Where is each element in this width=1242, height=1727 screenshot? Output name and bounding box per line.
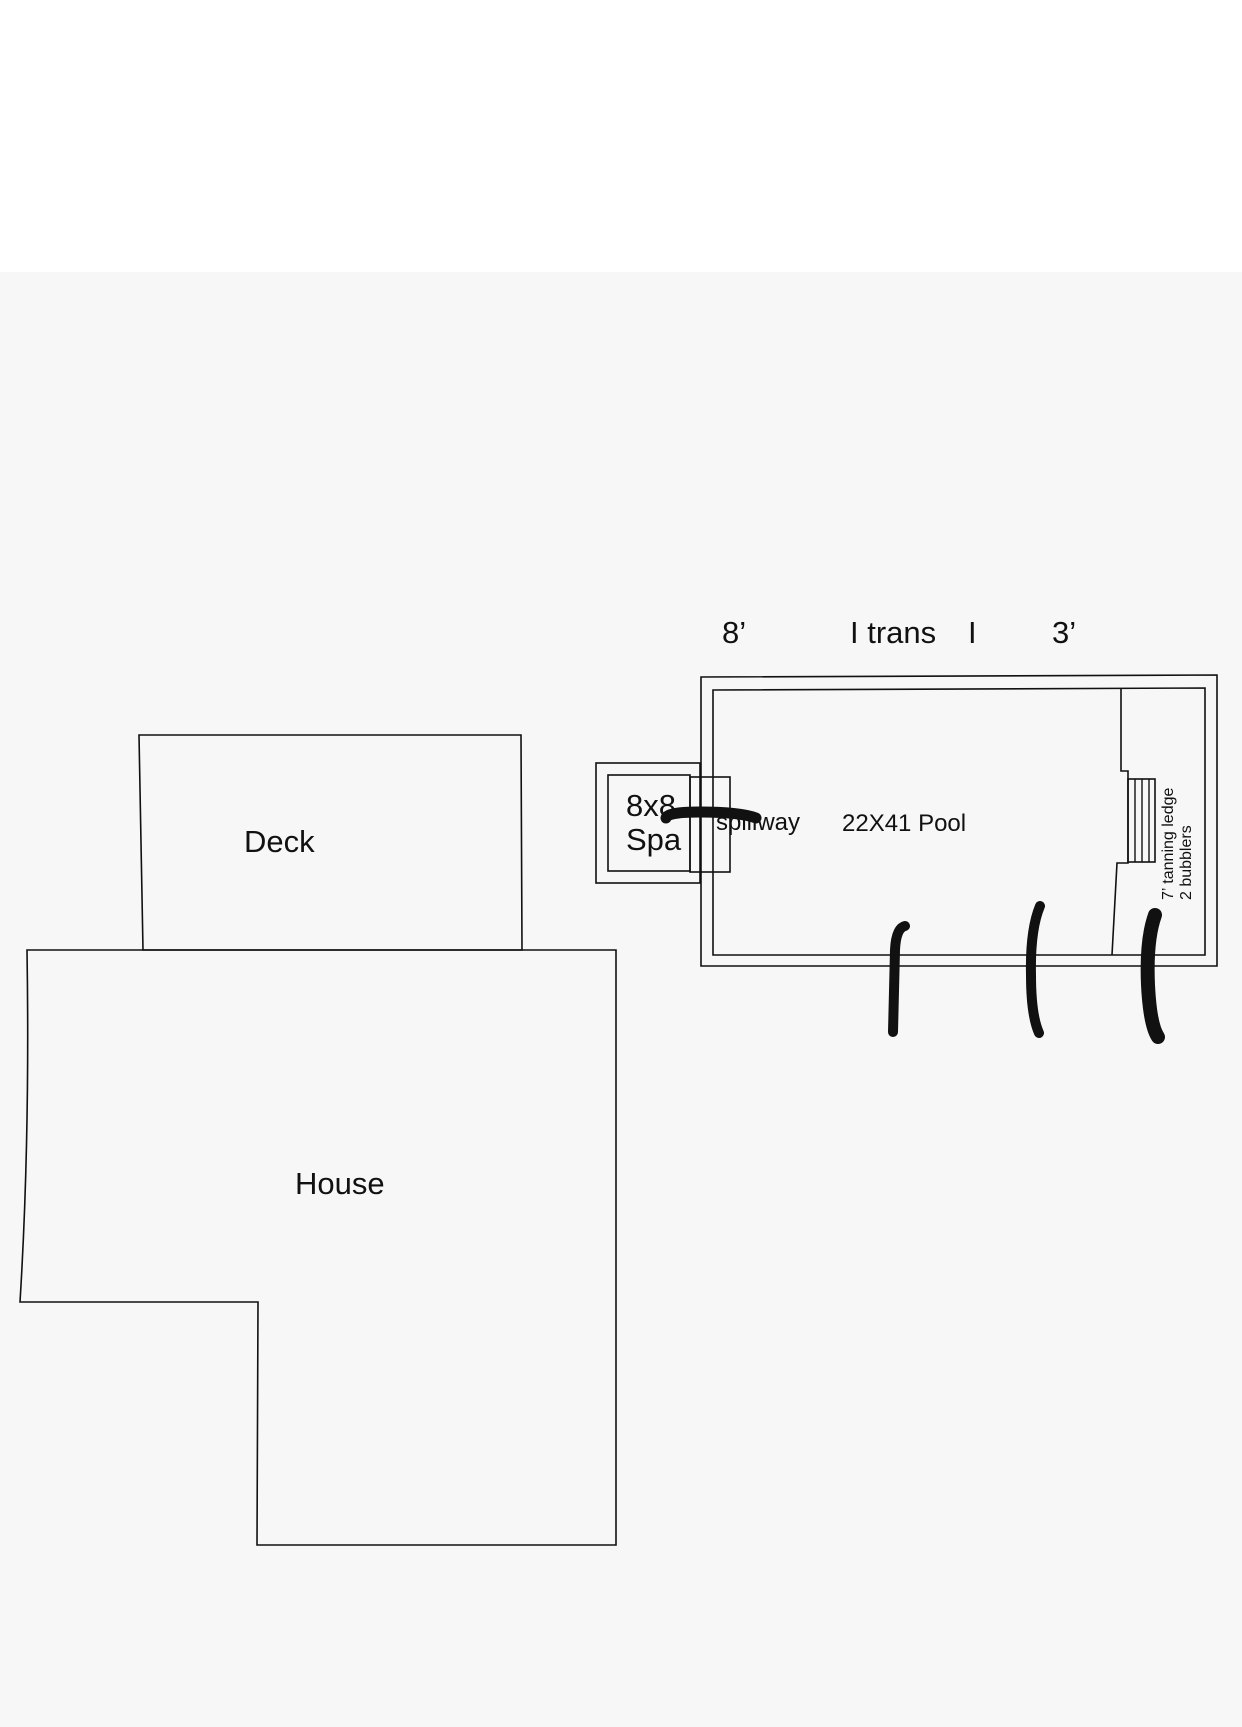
- spillway-marker-stroke: [660, 806, 762, 824]
- dimension-divider: I: [968, 615, 977, 650]
- deck-outline: [138, 734, 523, 951]
- spillway-box: [689, 776, 731, 873]
- tanning-ledge-line: 7’ tanning ledge: [1160, 787, 1177, 900]
- spa-outer: [595, 762, 701, 884]
- dimension-middle: I trans: [850, 615, 937, 650]
- pool-label: 22X41 Pool: [842, 810, 967, 837]
- spa-label-name: Spa: [626, 822, 682, 857]
- spillway-label: spillway: [716, 809, 801, 836]
- pool-inner: [712, 687, 1206, 956]
- marker-stroke-1: [888, 921, 910, 1037]
- house-outline: [19, 949, 617, 1546]
- house-label: House: [295, 1166, 385, 1201]
- bubblers-line: 2 bubblers: [1177, 825, 1195, 900]
- dimension-left: 8’: [722, 615, 747, 650]
- tanning-ledge-label: 7’ tanning ledge 2 bubblers: [1160, 770, 1204, 900]
- deck-label: Deck: [244, 824, 315, 859]
- marker-stroke-3: [1140, 908, 1165, 1044]
- dimension-right: 3’: [1052, 615, 1077, 650]
- tanning-ledge-outline: [1111, 689, 1129, 956]
- marker-stroke-2: [1025, 901, 1045, 1038]
- pool-outer: [700, 674, 1218, 967]
- spa-label-size: 8x8: [626, 788, 676, 823]
